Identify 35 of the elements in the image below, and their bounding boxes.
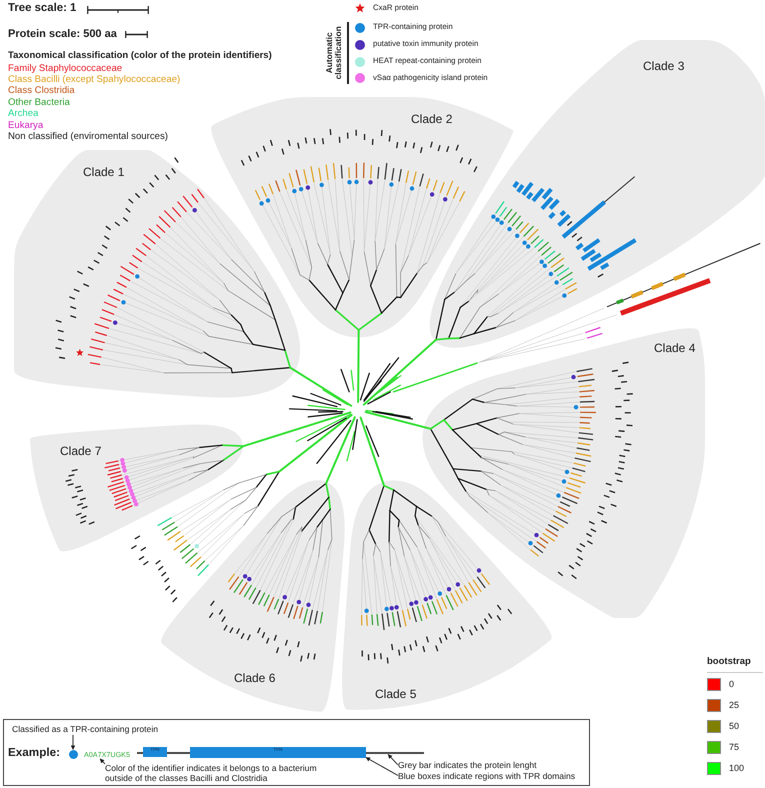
legend-text: Eukarya bbox=[8, 120, 44, 131]
clade-label: Clade 5 bbox=[375, 688, 416, 702]
leader-arrow bbox=[366, 757, 398, 776]
leader-arrow bbox=[100, 758, 106, 764]
annotation-text: Grey bar indicates the protein lenght bbox=[398, 761, 537, 771]
dot-icon bbox=[68, 750, 78, 758]
legend-heading: bootstrap bbox=[707, 657, 751, 668]
legend-text: 75 bbox=[729, 742, 740, 752]
scale-label: Tree scale: 1 bbox=[8, 2, 76, 16]
legend-text: Class Bacilli (except Spahylococcaceae) bbox=[8, 74, 180, 85]
example-panel bbox=[3, 719, 590, 786]
legend-text: 25 bbox=[729, 700, 740, 710]
legend-text: Archea bbox=[8, 108, 38, 120]
legend-text: Family Staphylococcaceae bbox=[8, 62, 122, 74]
legend-text: 0 bbox=[729, 678, 734, 689]
panel-heading: Example: bbox=[8, 746, 60, 760]
clade-label: Clade 4 bbox=[654, 342, 696, 356]
legend-text: Class Clostridia bbox=[8, 85, 75, 96]
legend-heading: Taxonomical classification (color of the protein identifiers) bbox=[8, 50, 272, 62]
scale-label: Protein scale: 500 aa bbox=[8, 28, 117, 41]
annotation-text: Color of the identifier indicates it belongs to a bacterium outside of the classes Bacilli and Clostridia bbox=[105, 764, 330, 784]
clade-label: Clade 2 bbox=[411, 113, 452, 127]
clade-label: Clade 6 bbox=[234, 672, 276, 686]
legend-text: Non classified (enviromental sources) bbox=[8, 130, 168, 142]
clade-label: Clade 1 bbox=[83, 166, 124, 180]
leader-arrow bbox=[70, 734, 76, 750]
annotation-text: Blue boxes indicate regions with TPR domains bbox=[398, 772, 576, 782]
leader-arrow bbox=[388, 754, 398, 766]
clade-label: Clade 7 bbox=[60, 445, 102, 459]
legend-text: 50 bbox=[729, 720, 740, 731]
legend-text: Other Bacteria bbox=[8, 96, 70, 108]
clade-label: Clade 3 bbox=[643, 60, 684, 74]
annotation-text: Classified as a TPR-containing protein bbox=[12, 725, 158, 735]
legend-heading: Automatic classification bbox=[325, 25, 343, 82]
legend-text: 100 bbox=[729, 762, 744, 773]
